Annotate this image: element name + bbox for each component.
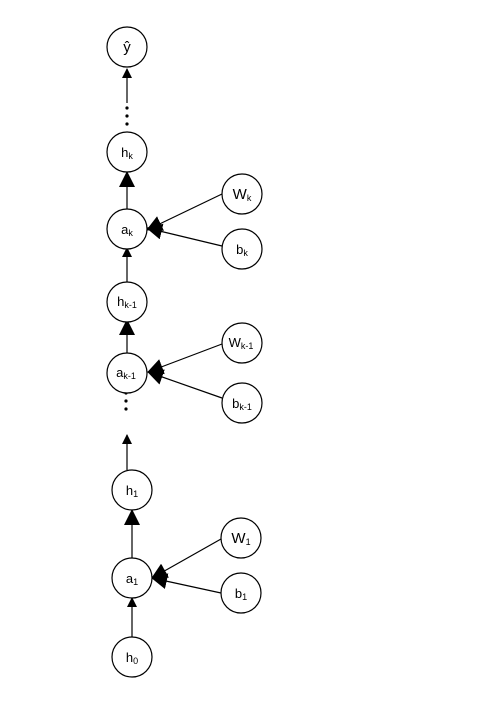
svg-text:b1: b1 xyxy=(235,586,247,602)
node-w-k: Wk xyxy=(221,173,263,215)
edge-wk-to-ak xyxy=(146,193,223,231)
node-b-k: bk xyxy=(221,228,263,270)
node-a-k: ak xyxy=(106,208,148,250)
svg-text:bk: bk xyxy=(236,242,248,258)
node-b-1: b1 xyxy=(220,572,262,614)
svg-text:a1: a1 xyxy=(126,571,138,587)
svg-text:hk-1: hk-1 xyxy=(117,294,137,310)
svg-text:h0: h0 xyxy=(126,650,138,666)
node-w-1: W1 xyxy=(220,517,262,559)
node-h-0: h0 xyxy=(111,636,153,678)
edge-wk1-to-ak1 xyxy=(147,343,223,375)
ellipsis-middle xyxy=(124,391,128,411)
node-h-k: hk xyxy=(106,131,148,173)
node-y-hat: ŷ xyxy=(106,26,148,68)
svg-text:h1: h1 xyxy=(126,483,138,499)
node-h-1: h1 xyxy=(111,469,153,511)
node-h-k-minus-1: hk-1 xyxy=(106,281,148,323)
svg-text:bk-1: bk-1 xyxy=(232,396,252,412)
svg-text:Wk: Wk xyxy=(233,186,252,203)
edge-w1-to-a1 xyxy=(151,538,222,579)
edge-bk1-to-ak1 xyxy=(147,369,223,399)
node-a-k-minus-1: ak-1 xyxy=(106,352,148,394)
node-w-k-minus-1: Wk-1 xyxy=(221,322,263,364)
edge-b1-to-a1 xyxy=(151,573,222,594)
edge-bk-to-ak xyxy=(146,223,223,247)
svg-text:hk: hk xyxy=(121,145,133,161)
svg-text:ak: ak xyxy=(121,222,133,238)
svg-text:Wk-1: Wk-1 xyxy=(229,335,254,351)
node-a-1: a1 xyxy=(111,557,153,599)
svg-text:W1: W1 xyxy=(231,530,250,547)
ellipsis-top xyxy=(125,106,129,126)
svg-text:ak-1: ak-1 xyxy=(116,365,136,381)
svg-text:ŷ: ŷ xyxy=(123,39,131,56)
node-b-k-minus-1: bk-1 xyxy=(221,382,263,424)
